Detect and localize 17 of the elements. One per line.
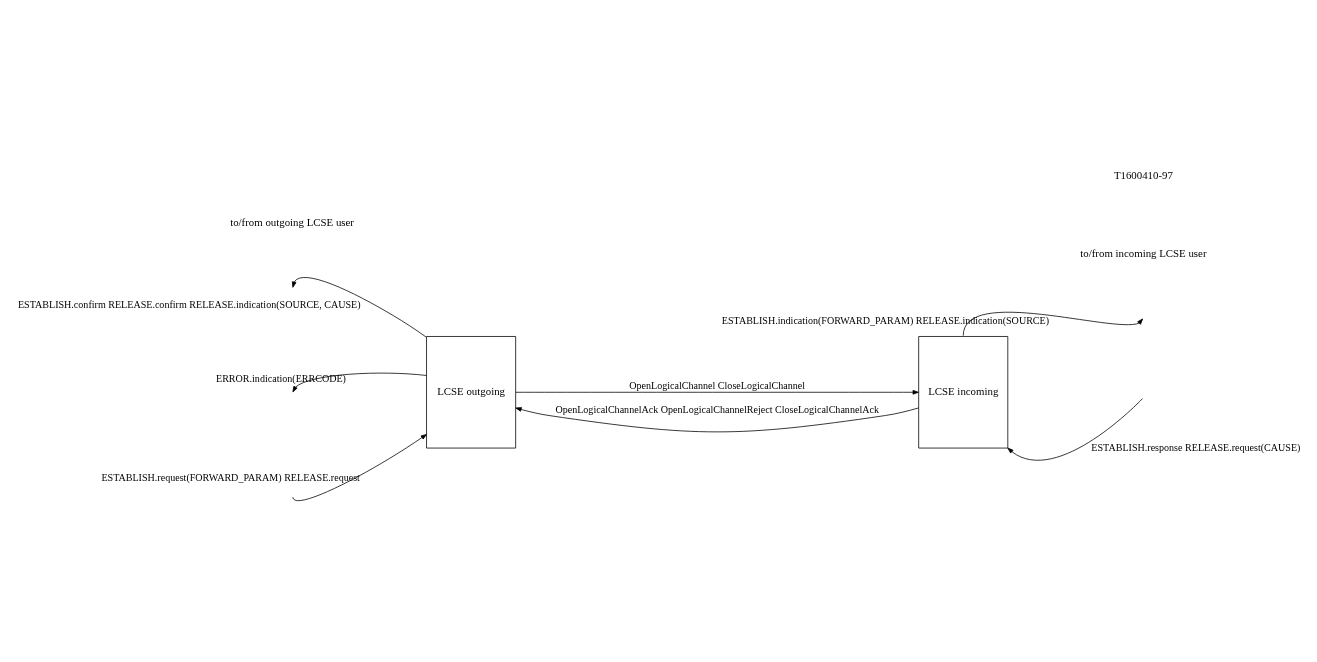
edge-label: ESTABLISH.indication(FORWARD_PARAM) RELEASE.indication(SOURCE) [721, 314, 1050, 326]
node-box: LCSE incoming [918, 335, 1009, 448]
arrow [292, 433, 427, 501]
label: to/from outgoing LCSE user [230, 215, 354, 228]
arrow [962, 311, 1144, 336]
arrow [515, 389, 919, 395]
node-box: LCSE outgoing [426, 335, 517, 448]
label: to/from incoming LCSE user [1080, 246, 1207, 259]
edge-label: ESTABLISH.response RELEASE.request(CAUSE) [1091, 441, 1301, 453]
arrow [515, 406, 919, 432]
arrow [292, 372, 427, 392]
edge-label: OpenLogicalChannelAck OpenLogicalChannelReject CloseLogicalChannelAck [555, 403, 879, 415]
edge-label: ESTABLISH.confirm RELEASE.confirm RELEASE.indication(SOURCE, CAUSE) [17, 298, 361, 310]
arrow [291, 276, 427, 338]
arrow [1007, 397, 1143, 461]
label: T1600410-97 [1113, 168, 1173, 181]
edge-label: OpenLogicalChannel CloseLogicalChannel [629, 379, 806, 391]
